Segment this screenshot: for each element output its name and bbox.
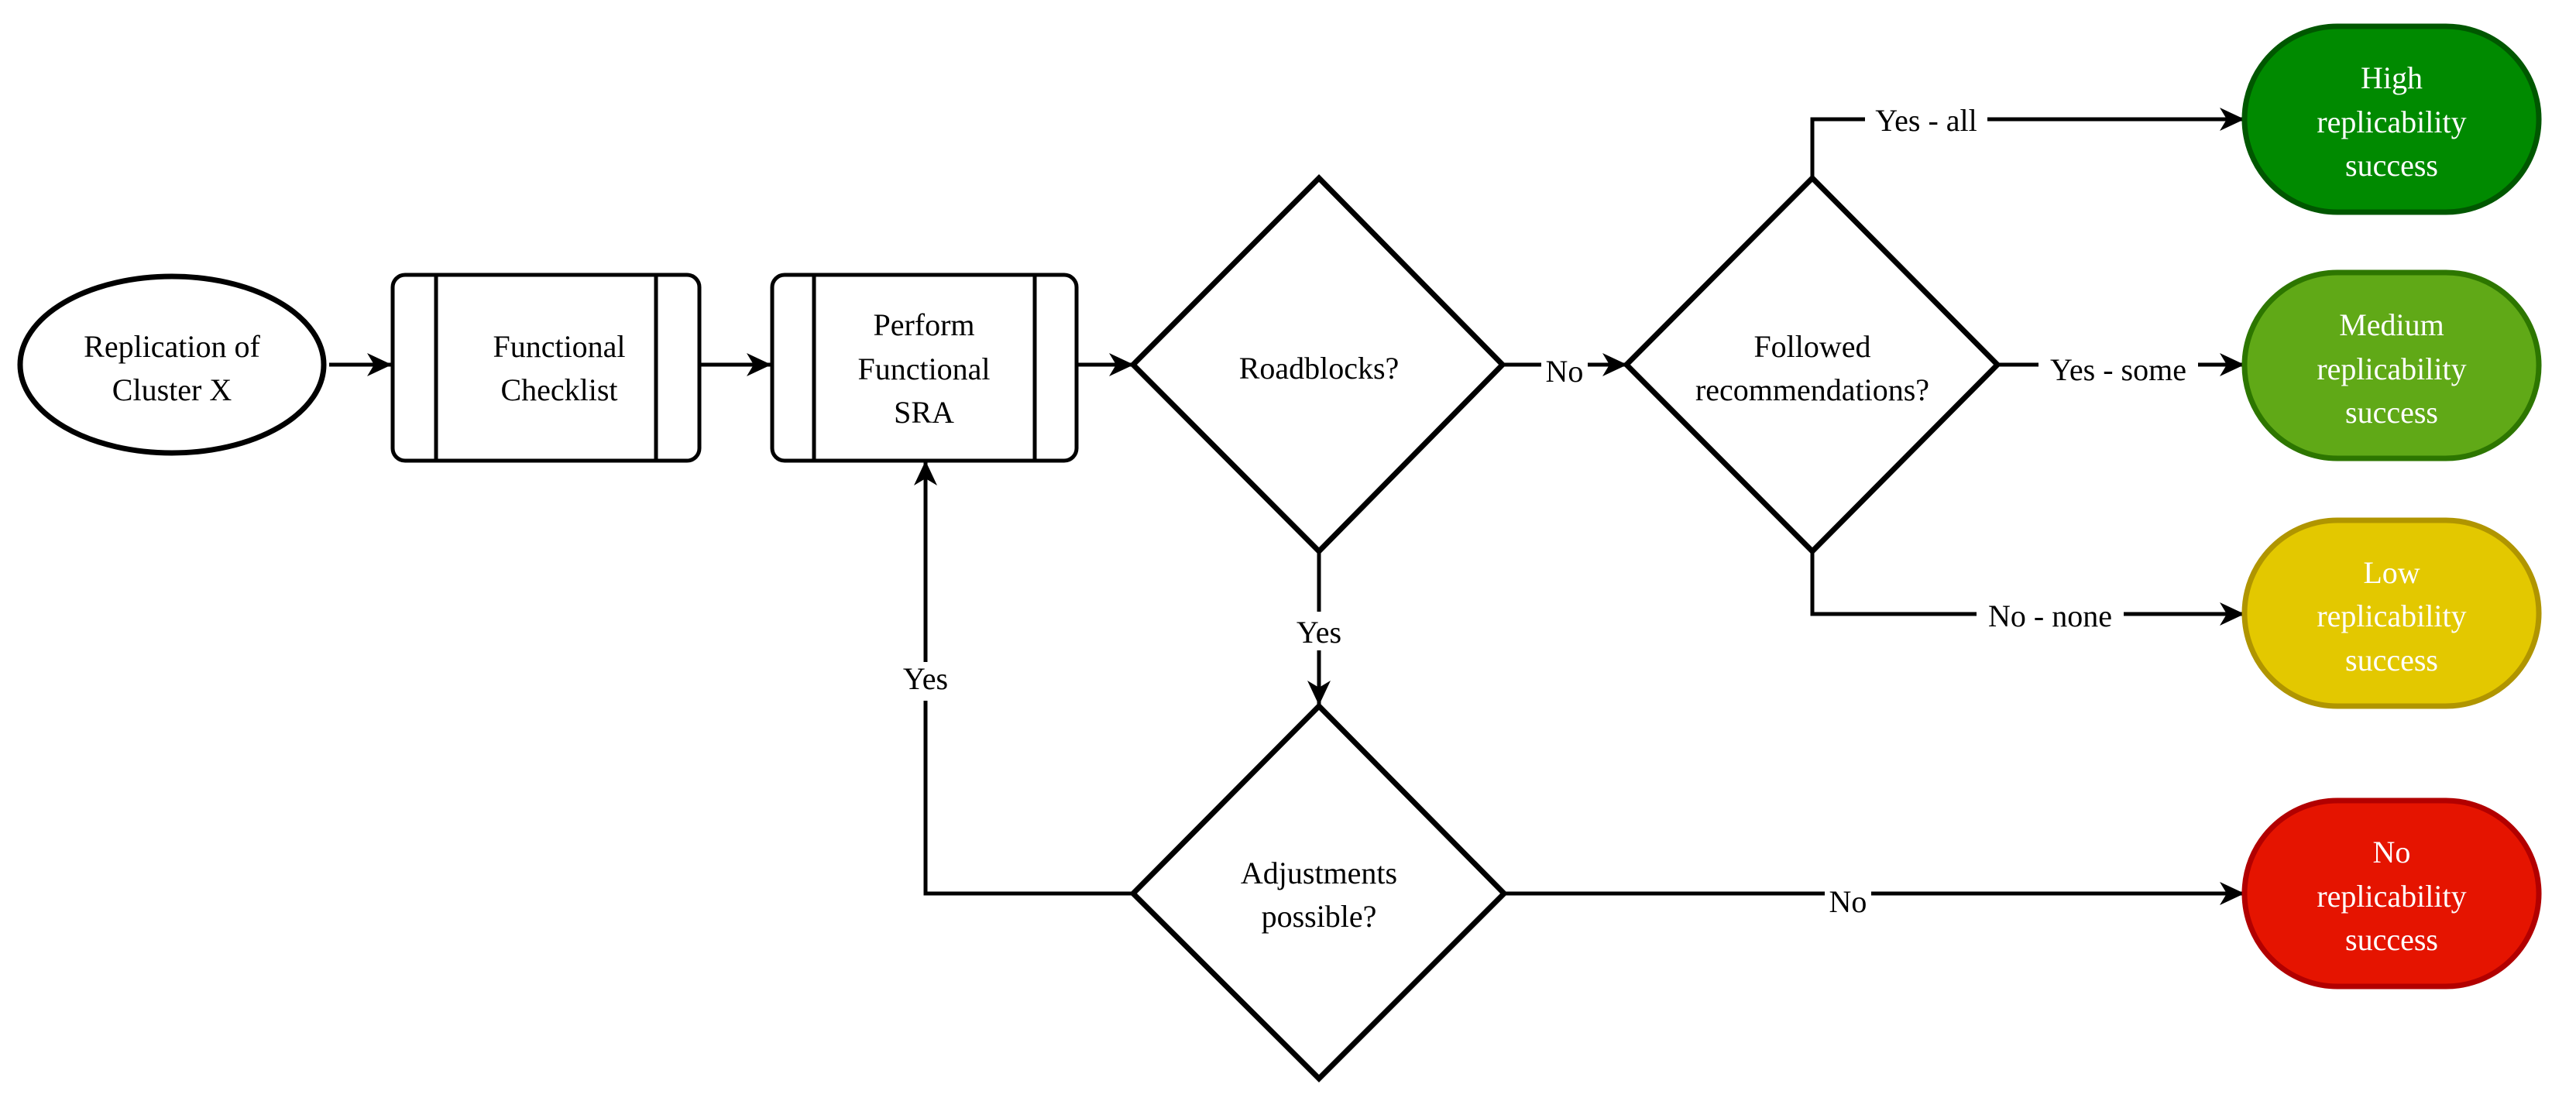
node-medium-line-2: replicability bbox=[2317, 352, 2466, 386]
node-adjustments-line-1: Adjustments bbox=[1241, 856, 1397, 890]
node-checklist: Functional Checklist bbox=[390, 273, 702, 463]
node-roadblocks-label: Roadblocks? bbox=[1239, 351, 1400, 386]
node-adjustments: Adjustments possible? bbox=[1129, 702, 1508, 1082]
node-checklist-line-2: Checklist bbox=[500, 372, 617, 407]
node-low: Low replicability success bbox=[2241, 517, 2542, 709]
edge-adjust-yes bbox=[914, 461, 1133, 896]
node-high: High replicability success bbox=[2241, 23, 2542, 215]
node-none: No replicability success bbox=[2241, 797, 2542, 990]
node-none-line-3: success bbox=[2345, 922, 2438, 957]
node-medium-line-3: success bbox=[2345, 395, 2438, 430]
node-adjustments-line-2: possible? bbox=[1262, 899, 1377, 934]
edge-label-adjust-no: No bbox=[1829, 884, 1867, 919]
node-start-line-2: Cluster X bbox=[112, 372, 232, 407]
edge-label-adjust-yes: Yes bbox=[903, 661, 948, 696]
node-sra-line-3: SRA bbox=[894, 395, 954, 430]
edge-followed-all bbox=[1810, 108, 2245, 178]
node-checklist-line-1: Functional bbox=[493, 329, 625, 364]
edge-label-roadblocks-no: No bbox=[1546, 354, 1584, 389]
node-none-line-1: No bbox=[2373, 835, 2411, 869]
edge-label-roadblocks-yes: Yes bbox=[1297, 615, 1341, 650]
node-low-line-1: Low bbox=[2363, 555, 2420, 590]
node-sra-line-2: Functional bbox=[857, 352, 990, 386]
node-roadblocks: Roadblocks? bbox=[1129, 174, 1506, 555]
node-low-line-3: success bbox=[2345, 643, 2438, 677]
edge-labels: No Yes Yes No Yes - all Yes - some No - … bbox=[896, 101, 2198, 919]
node-followed-line-2: recommendations? bbox=[1695, 372, 1929, 407]
node-followed-line-1: Followed bbox=[1753, 329, 1870, 364]
edge-label-followed-none: No - none bbox=[1988, 599, 2112, 633]
node-high-line-1: High bbox=[2361, 60, 2423, 95]
node-high-line-3: success bbox=[2345, 148, 2438, 183]
node-high-line-2: replicability bbox=[2317, 105, 2466, 139]
node-start-line-1: Replication of bbox=[84, 329, 260, 364]
edge-label-followed-all: Yes - all bbox=[1875, 103, 1977, 138]
node-sra: Perform Functional SRA bbox=[770, 273, 1079, 463]
node-sra-line-1: Perform bbox=[873, 307, 974, 342]
node-none-line-2: replicability bbox=[2317, 879, 2466, 914]
edge-label-followed-some: Yes - some bbox=[2050, 352, 2186, 387]
node-followed: Followed recommendations? bbox=[1623, 174, 2001, 555]
node-low-line-2: replicability bbox=[2317, 599, 2466, 633]
node-medium: Medium replicability success bbox=[2241, 269, 2542, 461]
node-medium-line-1: Medium bbox=[2339, 307, 2444, 342]
node-start: Replication of Cluster X bbox=[17, 273, 327, 456]
